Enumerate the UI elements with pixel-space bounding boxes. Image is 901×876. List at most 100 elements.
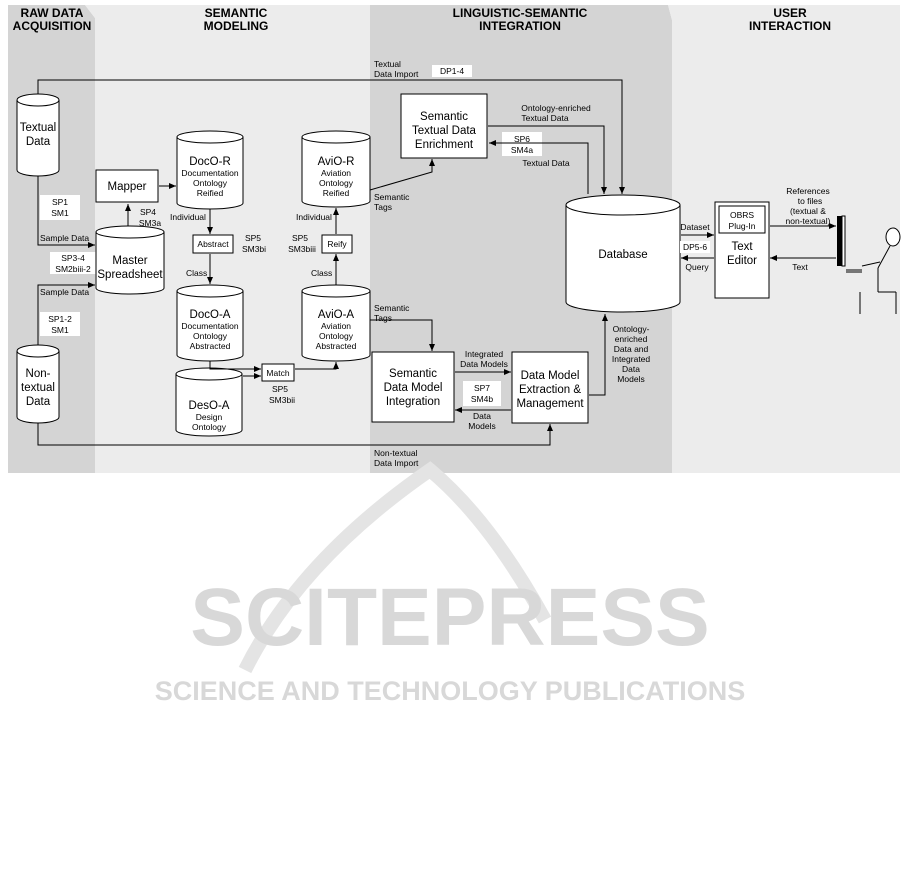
label-dataset: Dataset <box>680 222 710 232</box>
svg-text:Spreadsheet: Spreadsheet <box>97 269 163 281</box>
arrow-db-to-enrichment <box>489 140 589 194</box>
svg-text:SP4: SP4 <box>140 207 156 217</box>
label-references: References <box>786 186 829 196</box>
svg-text:Semantic: Semantic <box>389 368 437 380</box>
label-data-models: Data <box>473 411 491 421</box>
code-dp1-4: DP1-4 <box>440 66 464 76</box>
cylinder-deso-a: DesO-A Design Ontology <box>175 367 243 437</box>
watermark-swoosh <box>238 461 552 674</box>
svg-text:Abstract: Abstract <box>197 239 229 249</box>
svg-text:Match: Match <box>266 368 289 378</box>
watermark-line2: SCIENCE AND TECHNOLOGY PUBLICATIONS <box>155 676 746 706</box>
svg-text:Data Model: Data Model <box>384 382 443 394</box>
box-dm-extraction: Data Model Extraction & Management <box>511 351 589 424</box>
label-ont-enriched-textual-2: Textual Data <box>521 113 569 123</box>
phase-sem-title-2: MODELING <box>204 19 269 33</box>
arrow-dme-to-db <box>589 314 608 396</box>
connectors: DP1-4 Textual Data Import Semantic Tags … <box>37 59 836 468</box>
monitor-icon <box>837 215 862 273</box>
svg-text:OBRS: OBRS <box>730 210 754 220</box>
svg-text:Management: Management <box>516 398 584 410</box>
phase-raw-title-2: ACQUISITION <box>13 19 92 33</box>
box-text-editor: OBRS Plug-In Text Editor <box>714 201 770 299</box>
label-ont-int-6: Models <box>617 374 644 384</box>
svg-text:Ontology: Ontology <box>319 331 354 341</box>
label-data-models-2: Models <box>468 421 495 431</box>
arrow-docoa-to-match <box>209 361 261 372</box>
phase-user-title-2: INTERACTION <box>749 19 831 33</box>
label-textual-import: Textual <box>374 59 401 69</box>
svg-text:Reify: Reify <box>327 239 347 249</box>
box-semantic-dm-integration: Semantic Data Model Integration <box>371 351 455 423</box>
svg-text:SP7: SP7 <box>474 383 490 393</box>
label-ont-int-2: enriched <box>615 334 648 344</box>
svg-text:DocO-A: DocO-A <box>190 309 231 321</box>
svg-text:SP1-2: SP1-2 <box>48 314 72 324</box>
svg-text:Editor: Editor <box>727 255 757 267</box>
band-user <box>668 5 900 473</box>
svg-text:AviO-A: AviO-A <box>318 309 355 321</box>
label-nontextual-import: Non-textual <box>374 448 418 458</box>
label-ont-int-3: Data and <box>614 344 649 354</box>
svg-text:SM3a: SM3a <box>139 218 161 228</box>
arrow-textual-import <box>37 79 625 194</box>
arrow-match-to-avioa <box>295 362 339 370</box>
label-semantic-tags-2b: Tags <box>374 313 392 323</box>
svg-text:Ontology: Ontology <box>193 178 228 188</box>
cylinder-textual-data: Textual Data <box>16 93 60 177</box>
code-sp6: SP6 SM4a <box>502 132 542 156</box>
svg-text:Ontology: Ontology <box>192 422 227 432</box>
svg-text:SM3biii: SM3biii <box>288 244 316 254</box>
cylinder-avio-a: AviO-A Aviation Ontology Abstracted <box>301 284 371 362</box>
svg-text:SM1: SM1 <box>51 208 69 218</box>
phase-ling-title: LINGUISTIC-SEMANTIC <box>453 6 588 20</box>
nontextual-data-label: Non- <box>26 368 51 380</box>
svg-text:Ontology: Ontology <box>193 331 228 341</box>
code-sp5-biii: SP5 SM3biii <box>288 233 316 254</box>
arrow-avior-to-enrichment <box>369 159 435 191</box>
svg-text:Documentation: Documentation <box>181 168 238 178</box>
svg-text:SP5: SP5 <box>272 384 288 394</box>
svg-text:Master: Master <box>112 255 147 267</box>
cylinder-doco-r: DocO-R Documentation Ontology Reified <box>176 130 244 210</box>
svg-text:SM4a: SM4a <box>511 145 533 155</box>
label-semantic-tags-2: Semantic <box>374 303 410 313</box>
svg-text:Reified: Reified <box>323 188 350 198</box>
code-sp1-2: SP1-2 SM1 <box>40 312 80 336</box>
svg-text:Text: Text <box>731 241 753 253</box>
watermark-line1: SCITEPRESS <box>190 572 709 663</box>
label-query: Query <box>685 262 709 272</box>
svg-text:SP5: SP5 <box>245 233 261 243</box>
svg-text:Plug-In: Plug-In <box>729 221 756 231</box>
svg-text:Extraction &: Extraction & <box>519 384 581 396</box>
svg-text:Enrichment: Enrichment <box>415 139 474 151</box>
code-sp3-4: SP3-4 SM2biii-2 <box>50 252 96 274</box>
cylinder-database: Database <box>565 194 681 313</box>
arrow-nontextual-import <box>37 423 553 446</box>
svg-text:SM3bi: SM3bi <box>242 244 266 254</box>
svg-text:Ontology: Ontology <box>319 178 354 188</box>
phase-ling-title-2: INTEGRATION <box>479 19 561 33</box>
textual-data-label-2: Data <box>26 136 51 148</box>
label-ont-int-4: Integrated <box>612 354 651 364</box>
svg-text:Aviation: Aviation <box>321 168 351 178</box>
svg-text:SP5: SP5 <box>292 233 308 243</box>
phase-sem-title: SEMANTIC <box>205 6 268 20</box>
box-reify: Reify <box>321 234 353 254</box>
phase-raw-title: RAW DATA <box>21 6 84 20</box>
label-class-2: Class <box>311 268 332 278</box>
svg-text:SP6: SP6 <box>514 134 530 144</box>
svg-text:Design: Design <box>196 412 223 422</box>
box-semantic-textual-enrichment: Semantic Textual Data Enrichment <box>400 93 488 159</box>
cylinder-avio-r: AviO-R Aviation Ontology Reified <box>301 130 371 208</box>
svg-text:DocO-R: DocO-R <box>189 156 231 168</box>
label-sample-data-1: Sample Data <box>40 233 89 243</box>
label-integrated-dm-2: Data Models <box>460 359 508 369</box>
label-class-1: Class <box>186 268 207 278</box>
label-semantic-tags-1: Semantic <box>374 192 410 202</box>
textual-data-label: Textual <box>20 122 56 134</box>
svg-text:SM2biii-2: SM2biii-2 <box>55 264 91 274</box>
code-sp5-bi: SP5 SM3bi <box>242 233 266 254</box>
label-references-3: (textual & <box>790 206 826 216</box>
svg-text:Abstracted: Abstracted <box>190 341 231 351</box>
